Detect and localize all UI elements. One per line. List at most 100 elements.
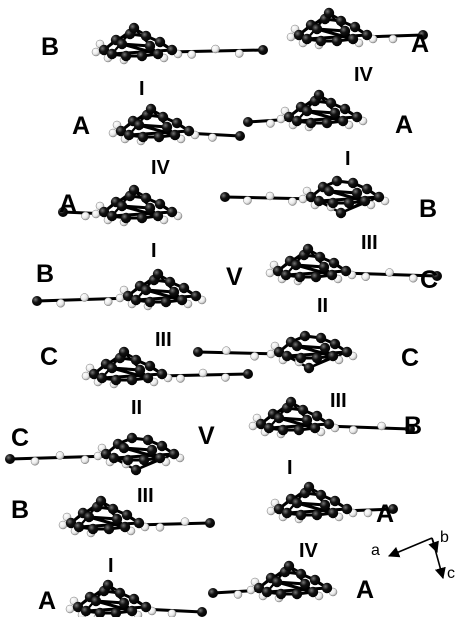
- carbon-atom: [183, 125, 195, 137]
- terminal-atom: [32, 296, 42, 306]
- left-molecule-label: A: [59, 190, 78, 218]
- carbon-atom: [154, 198, 166, 210]
- carbon-atom: [90, 595, 102, 607]
- carbon-atom: [347, 177, 359, 189]
- axis-a-arrow: [387, 537, 433, 558]
- molecule-cluster: [65, 579, 207, 617]
- hydrogen-atom: [248, 421, 258, 431]
- axis-b-label: b: [440, 529, 449, 546]
- bond: [133, 27, 173, 51]
- hydrogen-atom: [361, 272, 370, 281]
- hydrogen-atom: [80, 455, 90, 464]
- carbon-atom: [72, 601, 84, 613]
- carbon-atom: [325, 97, 337, 109]
- bond: [318, 94, 358, 118]
- apex-atom: [152, 268, 164, 280]
- hydrogen-atom: [363, 508, 373, 518]
- left-layer-label: I: [108, 555, 114, 577]
- carbon-atom: [314, 251, 326, 263]
- molecule-cluster: [58, 184, 183, 227]
- carbon-atom: [140, 30, 152, 42]
- carbon-atom: [144, 360, 156, 372]
- right-molecule-label: A: [411, 30, 430, 58]
- carbon-atom: [351, 187, 363, 199]
- carbon-atom: [263, 422, 275, 434]
- hydrogen-atom: [286, 32, 296, 42]
- carbon-atom: [295, 568, 307, 580]
- carbon-atom: [133, 119, 145, 131]
- carbon-atom: [301, 414, 313, 426]
- carbon-atom: [331, 35, 343, 47]
- middle-layer-label: V: [198, 422, 215, 450]
- apex-atom: [303, 362, 315, 374]
- carbon-atom: [96, 372, 108, 384]
- carbon-atom: [166, 206, 178, 218]
- carbon-atom: [133, 517, 145, 529]
- left-molecule-label: A: [72, 112, 91, 140]
- right-layer-label: III: [361, 232, 378, 254]
- hydrogen-atom: [180, 517, 190, 526]
- terminal-atom: [197, 607, 207, 617]
- carbon-atom: [126, 432, 138, 444]
- carbon-atom: [329, 107, 341, 119]
- apex-atom: [302, 243, 314, 255]
- carbon-atom: [140, 601, 152, 613]
- carbon-atom: [310, 271, 322, 283]
- carbon-atom: [169, 129, 181, 141]
- carbon-atom: [299, 578, 311, 590]
- carbon-atom: [273, 346, 285, 358]
- carbon-atom: [144, 40, 156, 52]
- carbon-atom: [272, 265, 284, 277]
- carbon-atom: [111, 513, 123, 525]
- left-layer-label: III: [155, 329, 172, 351]
- carbon-atom: [100, 448, 112, 460]
- carbon-atom: [87, 523, 99, 535]
- carbon-atom: [299, 330, 311, 342]
- carbon-atom: [146, 444, 158, 456]
- carbon-atom: [83, 511, 95, 523]
- carbon-atom: [315, 35, 327, 47]
- hydrogen-atom: [81, 371, 91, 381]
- carbon-atom: [153, 131, 165, 143]
- terminal-atom: [405, 424, 415, 434]
- carbon-atom: [335, 15, 347, 27]
- carbon-atom: [373, 191, 385, 203]
- apex-atom: [145, 103, 157, 115]
- carbon-atom: [130, 294, 142, 306]
- left-layer-label: IV: [151, 157, 170, 179]
- carbon-atom: [307, 586, 319, 598]
- carbon-atom: [361, 183, 373, 195]
- right-layer-label: IV: [299, 540, 318, 562]
- axis-c-arrow: [431, 537, 446, 580]
- carbon-atom: [321, 117, 333, 129]
- carbon-atom: [339, 25, 351, 37]
- hydrogen-atom: [56, 299, 65, 308]
- carbon-atom: [277, 424, 289, 436]
- bond: [107, 584, 147, 608]
- apex-atom: [323, 7, 335, 19]
- molecule-cluster: [266, 481, 398, 524]
- hydrogen-atom: [233, 590, 243, 599]
- carbon-atom: [136, 50, 148, 62]
- molecule-cluster: [248, 396, 415, 439]
- hydrogen-atom: [276, 114, 286, 124]
- carbon-atom: [327, 197, 339, 209]
- hydrogen-atom: [211, 44, 220, 54]
- right-molecule-label: C: [401, 344, 420, 372]
- carbon-atom: [313, 195, 325, 207]
- hydrogen-atom: [409, 274, 418, 283]
- carbon-atom: [327, 507, 339, 519]
- right-molecule-label: B: [404, 412, 423, 440]
- carbon-atom: [88, 368, 100, 380]
- molecule-cluster: [108, 103, 245, 146]
- molecule-cluster: [286, 7, 428, 50]
- hydrogen-atom: [187, 50, 196, 59]
- carbon-atom: [323, 185, 335, 197]
- left-layer-label: I: [151, 240, 157, 262]
- carbon-atom: [168, 286, 180, 298]
- hydrogen-atom: [80, 293, 89, 302]
- terminal-atom: [208, 588, 218, 598]
- carbon-atom: [323, 418, 335, 430]
- hydrogen-atom: [385, 268, 394, 277]
- carbon-atom: [291, 115, 303, 127]
